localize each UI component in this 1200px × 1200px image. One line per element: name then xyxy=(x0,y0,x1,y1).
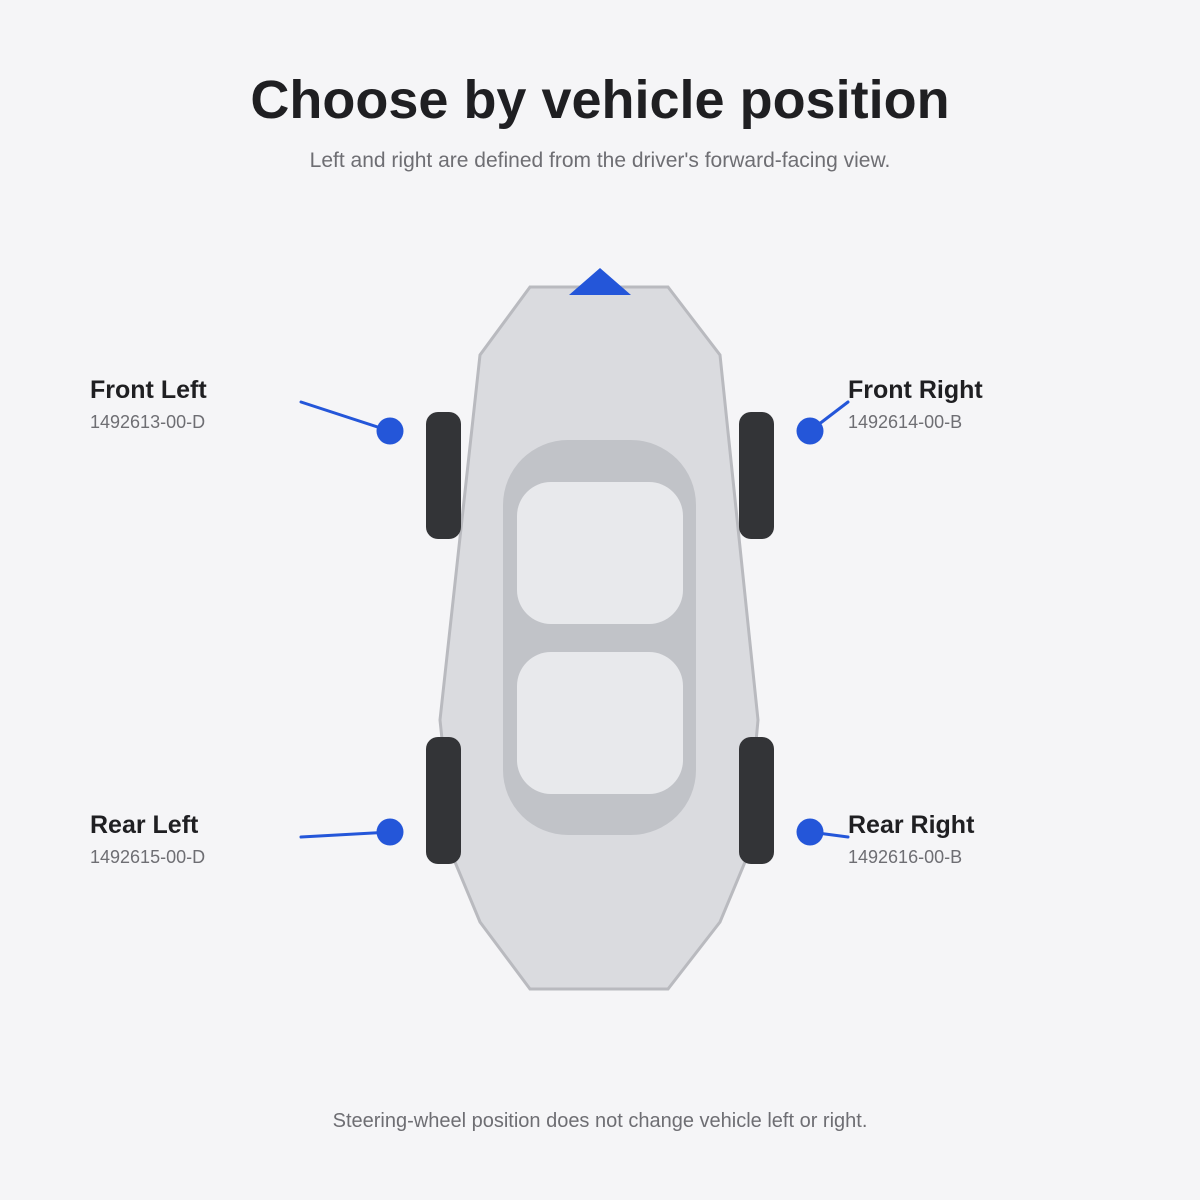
tires xyxy=(426,412,774,864)
rear-right-tire[interactable] xyxy=(739,737,774,864)
footer-note: Steering-wheel position does not change … xyxy=(332,1110,868,1132)
front-right-dot-marker-icon[interactable] xyxy=(796,417,824,445)
rear-left-part-number: 1492615-00-D xyxy=(90,847,206,867)
front-left-callout-line xyxy=(299,400,392,433)
front-right-tire[interactable] xyxy=(739,412,774,539)
front-right-option[interactable]: Front Right 1492614-00-B xyxy=(848,375,1108,433)
position-markers xyxy=(376,417,824,846)
front-left-name: Front Left xyxy=(90,376,207,404)
rear-left-tire[interactable] xyxy=(426,737,461,864)
front-left-dot-marker-icon[interactable] xyxy=(376,417,404,445)
vehicle-top-view xyxy=(438,268,760,991)
rear-right-option[interactable]: Rear Right 1492616-00-B xyxy=(848,810,1108,868)
rear-left-option[interactable]: Rear Left 1492615-00-D xyxy=(90,810,350,868)
rear-window xyxy=(517,652,683,794)
front-right-name: Front Right xyxy=(848,376,983,404)
front-window xyxy=(517,482,683,624)
page-subtitle: Left and right are defined from the driv… xyxy=(309,149,891,172)
front-left-part-number: 1492613-00-D xyxy=(90,412,206,432)
rear-left-callout-line xyxy=(299,830,392,839)
triangle-up-icon xyxy=(569,268,631,295)
front-left-tire[interactable] xyxy=(426,412,461,539)
rear-right-name: Rear Right xyxy=(848,811,975,839)
front-left-option[interactable]: Front Left 1492613-00-D xyxy=(90,375,350,433)
front-right-part-number: 1492614-00-B xyxy=(848,412,963,432)
rear-right-part-number: 1492616-00-B xyxy=(848,847,963,867)
rear-right-dot-marker-icon[interactable] xyxy=(796,818,824,846)
rear-left-dot-marker-icon[interactable] xyxy=(376,818,404,846)
rear-left-name: Rear Left xyxy=(90,811,199,839)
page-title: Choose by vehicle position xyxy=(250,70,950,130)
